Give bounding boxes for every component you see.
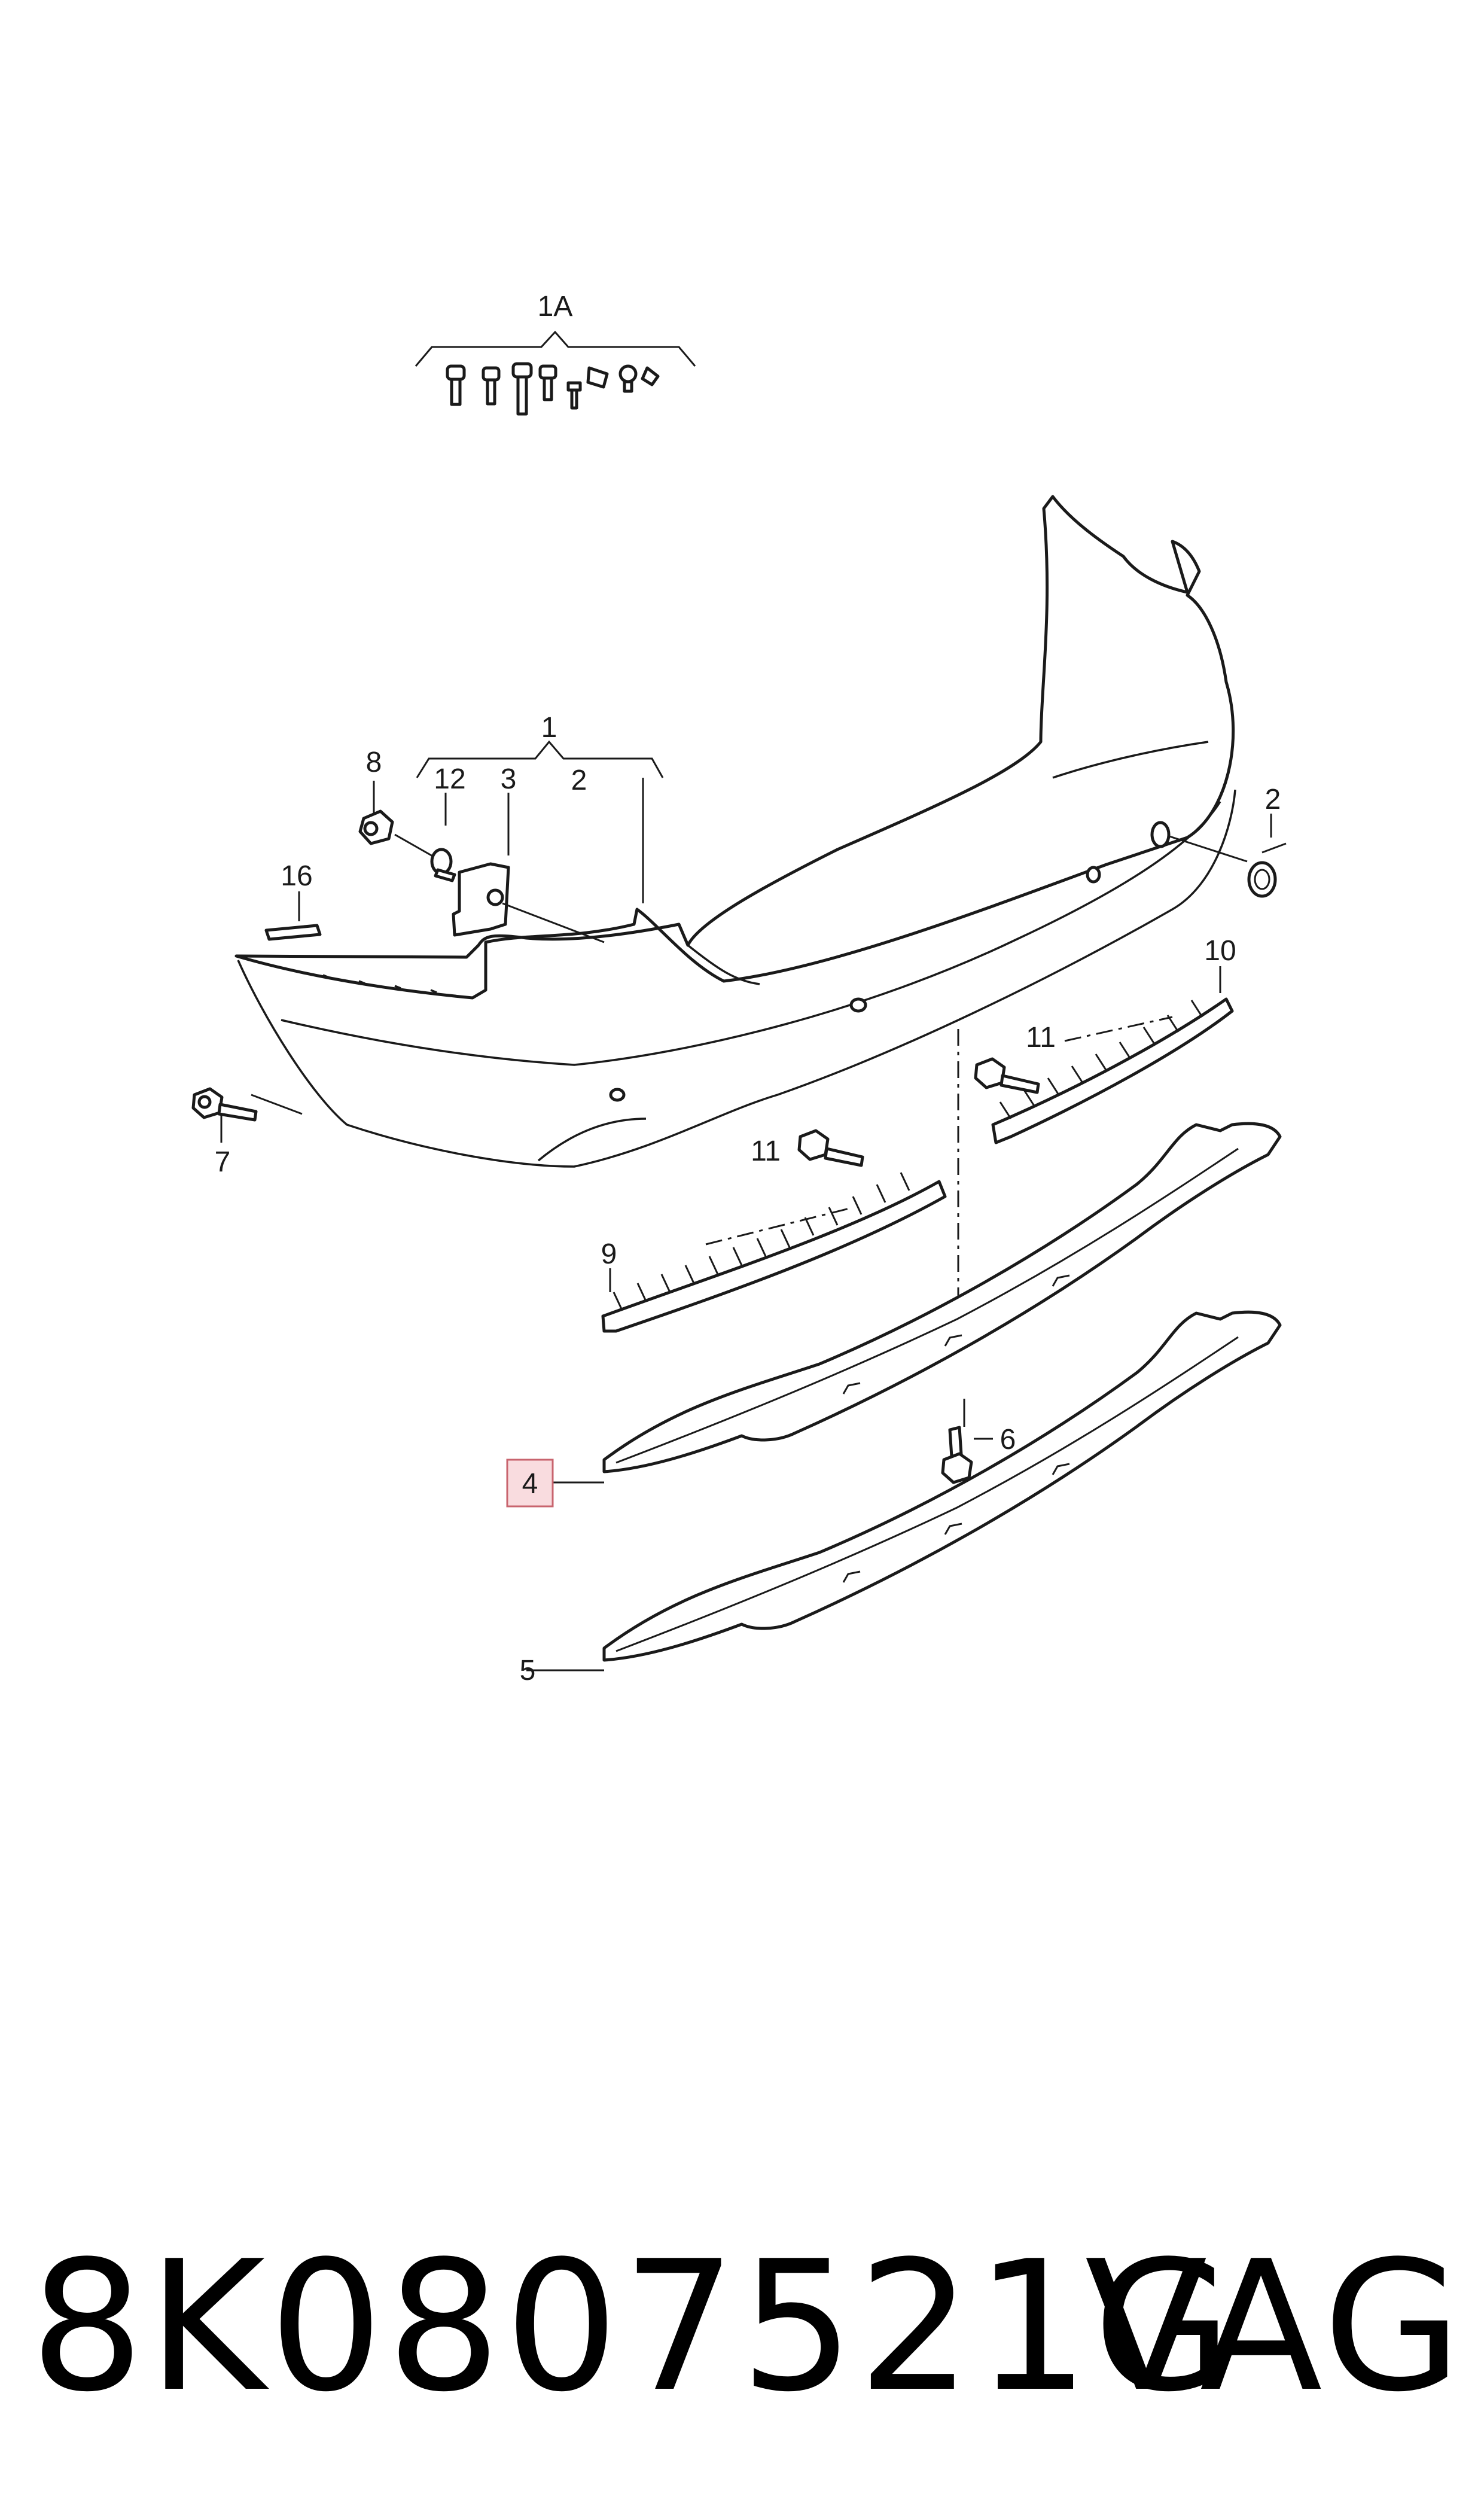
callout-12: 12 bbox=[434, 763, 465, 795]
lower-trim-4 bbox=[602, 1122, 1282, 1473]
callout-6: 6 bbox=[1000, 1424, 1016, 1456]
callout-11-upper: 11 bbox=[1026, 1022, 1056, 1054]
callout-16: 16 bbox=[281, 860, 312, 892]
callout-4: 4 bbox=[522, 1468, 538, 1500]
parts-diagram: 1A bbox=[191, 291, 1287, 1686]
cap-2 bbox=[1247, 861, 1277, 898]
callout-2-right: 2 bbox=[1265, 784, 1281, 815]
callout-8: 8 bbox=[366, 747, 382, 778]
screw-7 bbox=[191, 1087, 258, 1122]
callout-11-lower: 11 bbox=[751, 1135, 781, 1167]
bumper-cover bbox=[234, 495, 1236, 1168]
callout-10: 10 bbox=[1204, 935, 1236, 967]
screw-icon bbox=[446, 362, 660, 416]
lower-trim-5 bbox=[602, 1310, 1282, 1662]
brand-name: VAG bbox=[1084, 2222, 1465, 2431]
mounting-bracket bbox=[358, 809, 605, 943]
callout-2-left: 2 bbox=[571, 765, 587, 796]
callout-5: 5 bbox=[520, 1655, 536, 1686]
callout-3: 3 bbox=[501, 763, 517, 795]
callout-9: 9 bbox=[601, 1238, 617, 1270]
callout-7: 7 bbox=[215, 1146, 231, 1178]
part-number: 8K0807521G bbox=[30, 2222, 1236, 2431]
callout-1: 1 bbox=[541, 712, 557, 744]
guide-bracket-10 bbox=[974, 997, 1234, 1144]
screw-6 bbox=[941, 1426, 993, 1484]
guide-bracket-9 bbox=[601, 1129, 947, 1333]
fastener-kit-1a: 1A bbox=[415, 291, 696, 416]
callout-4-highlight bbox=[506, 1459, 554, 1508]
callout-leaders bbox=[220, 740, 1287, 1671]
footer: 8K0807521G VAG bbox=[30, 2213, 1465, 2441]
callout-1a: 1A bbox=[538, 291, 573, 322]
